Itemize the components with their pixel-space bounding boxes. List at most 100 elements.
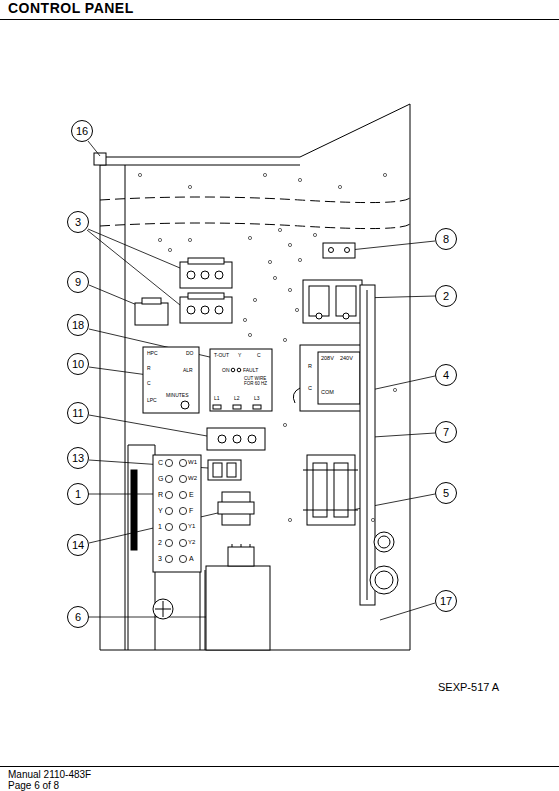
monitor-label: FAULT bbox=[243, 368, 258, 373]
relay-14 bbox=[218, 492, 254, 525]
page-number: Page 6 of 8 bbox=[8, 781, 59, 791]
callout-number-text: 3 bbox=[75, 217, 81, 228]
mounting-holes-part bbox=[288, 288, 291, 291]
callout-number-text: 18 bbox=[72, 320, 84, 331]
leader-lines-part bbox=[89, 367, 148, 375]
mounting-holes-part bbox=[313, 233, 316, 236]
monitor-label: L3 bbox=[254, 396, 260, 401]
timer-board-10-part bbox=[143, 347, 199, 413]
manual-number: Manual 2110-483F bbox=[8, 770, 91, 781]
callout-number: 16 bbox=[71, 120, 93, 142]
relay-3-part bbox=[215, 271, 223, 279]
capacitor-6-part bbox=[250, 544, 251, 547]
leader-lines-part bbox=[380, 603, 435, 620]
callout-number-text: 8 bbox=[443, 234, 449, 245]
contactor-5 bbox=[303, 455, 358, 525]
terminal-screws-part bbox=[165, 459, 172, 466]
callout-number: 13 bbox=[67, 447, 89, 469]
transformer-4 bbox=[293, 345, 365, 411]
terminal-screws-part bbox=[179, 507, 186, 514]
contactor-2-part bbox=[309, 286, 329, 316]
callout-number-text: 5 bbox=[443, 488, 449, 499]
capacitor-6-part bbox=[206, 566, 270, 650]
mounting-holes-part bbox=[338, 185, 341, 188]
panel-outline-part bbox=[200, 570, 201, 650]
leader-lines-part bbox=[373, 433, 435, 437]
contactor-5-part bbox=[303, 510, 358, 511]
contactor-2-part bbox=[336, 286, 356, 316]
drawing-number: SEXP-517 A bbox=[438, 682, 499, 694]
monitor-label: ON bbox=[222, 368, 230, 373]
terminal-label: A bbox=[189, 555, 194, 562]
callout-number-text: 7 bbox=[443, 427, 449, 438]
clip-8-part bbox=[345, 248, 350, 253]
grommets-17-part bbox=[374, 532, 394, 552]
terminal-screws-part bbox=[165, 507, 172, 514]
timer-board-10-part bbox=[181, 401, 189, 409]
callout-number: 7 bbox=[435, 421, 457, 443]
contactor-2-part bbox=[303, 280, 362, 323]
terminal-label: R bbox=[158, 491, 163, 498]
panel-outline-part bbox=[125, 165, 126, 650]
mounting-holes-part bbox=[278, 228, 281, 231]
transformer-label: COM bbox=[321, 390, 334, 396]
mounting-holes-part bbox=[283, 338, 286, 341]
leader-lines-part bbox=[88, 229, 180, 268]
terminal-screws-part bbox=[179, 459, 186, 466]
callout-number: 9 bbox=[67, 271, 89, 293]
mounting-holes-part bbox=[138, 173, 141, 176]
capacitor-6-part bbox=[228, 547, 254, 566]
rail-7 bbox=[360, 285, 375, 605]
leader-lines bbox=[87, 141, 435, 620]
mounting-holes-part bbox=[248, 333, 251, 336]
terminal-13-part bbox=[208, 460, 241, 480]
terminal-screws-part bbox=[165, 555, 172, 562]
callout-number-text: 16 bbox=[76, 126, 88, 137]
terminal-screws-part bbox=[179, 555, 186, 562]
contactor-5-part bbox=[307, 455, 355, 525]
callout-number: 4 bbox=[435, 364, 457, 386]
mounting-holes-part bbox=[168, 248, 171, 251]
leader-lines-part bbox=[87, 230, 180, 305]
terminal-label: F bbox=[189, 507, 193, 514]
board-label: MINUTES bbox=[166, 393, 189, 398]
rail-7-part bbox=[367, 290, 368, 600]
phase-monitor-18-part bbox=[233, 405, 241, 409]
relay-3-part bbox=[201, 271, 209, 279]
switch-9-part bbox=[135, 303, 168, 325]
transformer-4-part bbox=[300, 345, 365, 411]
transformer-label: 240V bbox=[340, 356, 353, 362]
terminal-screws-part bbox=[179, 491, 186, 498]
panel-outline-part bbox=[205, 570, 206, 650]
terminal-label: C bbox=[158, 459, 163, 466]
callout-number-text: 13 bbox=[72, 453, 84, 464]
page-title: CONTROL PANEL bbox=[8, 0, 134, 16]
terminal-label: W1 bbox=[188, 459, 197, 465]
mounting-holes-part bbox=[253, 298, 256, 301]
relay-3-part bbox=[188, 293, 224, 299]
relay-3-part bbox=[180, 262, 232, 288]
contactor-2 bbox=[303, 280, 362, 323]
terminal-label: Y2 bbox=[188, 539, 195, 545]
transformer-label: C bbox=[308, 386, 312, 392]
grommets-17 bbox=[370, 532, 398, 594]
grommets-17-part bbox=[375, 571, 393, 589]
terminal-block-1 bbox=[131, 455, 201, 572]
phase-monitor-18-part bbox=[210, 349, 272, 411]
terminal-screws-part bbox=[165, 491, 172, 498]
callout-number: 17 bbox=[435, 590, 457, 612]
terminal-13 bbox=[208, 460, 241, 480]
break-lines-part bbox=[100, 223, 410, 229]
callout-number: 1 bbox=[67, 483, 89, 505]
transformer-label: 208V bbox=[321, 356, 334, 362]
callout-number-text: 9 bbox=[75, 277, 81, 288]
board-label: DO bbox=[186, 351, 194, 356]
board-label: C bbox=[147, 381, 151, 386]
clip-8-part bbox=[323, 243, 355, 258]
leader-lines-part bbox=[88, 141, 100, 156]
terminal-label: G bbox=[158, 475, 163, 482]
phase-monitor-18-part bbox=[231, 368, 235, 372]
terminal-label: Y bbox=[158, 507, 163, 514]
capacitor-6-part bbox=[241, 544, 242, 547]
